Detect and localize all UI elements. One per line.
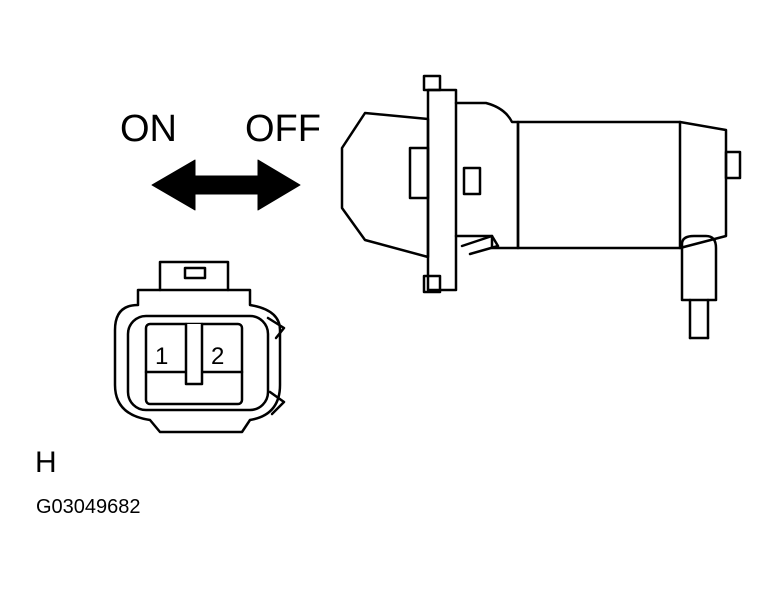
connector-front-view [113,260,286,434]
rear-terminal [724,150,742,180]
connector-latch-bottom [268,390,286,416]
neck-latch [460,234,500,256]
figure-code: G03049682 [36,496,141,518]
connector-cavity [126,314,270,412]
wire-boot [680,234,718,302]
switch-plunger [340,111,430,259]
lock-tab-detail [183,266,207,280]
connector-housing [113,288,282,434]
pin-2-label: 2 [211,343,224,370]
flange-notch [462,166,482,196]
switch-barrel [516,120,728,250]
double-arrow-icon [151,159,301,211]
connector-latch-top [266,316,286,340]
connector-key-rib [184,322,204,386]
switch-flange [426,88,458,292]
switch-assembly [340,74,742,340]
connector-lock-tab [158,260,230,292]
connector-view-letter: H [35,446,57,479]
pin-1-label: 1 [155,343,168,370]
flange-tab-top [422,74,442,92]
flange-tab-bottom [422,274,442,294]
on-label: ON [120,108,177,150]
flange-boss [408,146,430,200]
switch-neck [454,101,520,250]
off-label: OFF [245,108,321,150]
